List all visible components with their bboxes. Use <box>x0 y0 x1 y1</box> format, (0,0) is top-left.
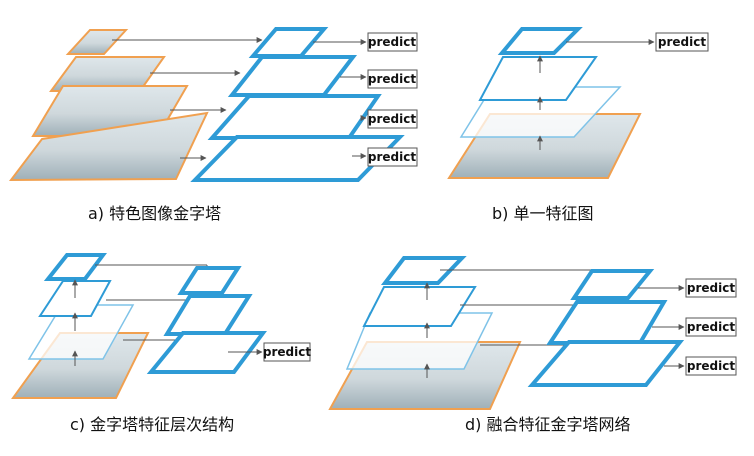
feature-map-top <box>380 256 467 285</box>
feature-map-top <box>497 27 583 55</box>
feature-map-mid <box>478 56 598 101</box>
svg-text:predict: predict <box>687 281 735 295</box>
fused-map-2 <box>163 294 253 336</box>
predict-box: predict <box>367 109 418 129</box>
predict-box: predict <box>655 32 709 52</box>
svg-text:predict: predict <box>368 72 416 86</box>
predict-box: predict <box>685 278 737 298</box>
fused-map-2 <box>546 300 668 345</box>
caption-a: a) 特色图像金字塔 <box>88 204 221 223</box>
feature-map-mid <box>38 280 112 317</box>
svg-text:predict: predict <box>368 35 416 49</box>
image-base <box>11 332 150 399</box>
caption-d: d) 融合特征金字塔网络 <box>465 415 631 434</box>
image-level-4 <box>8 111 209 182</box>
predict-box: predict <box>685 317 737 337</box>
feature-map-top <box>43 253 107 281</box>
panel-a: predict predict predict predict a) 特色图像金… <box>8 27 418 223</box>
fused-map-3 <box>146 331 267 374</box>
feature-map-3 <box>207 94 382 140</box>
svg-text:predict: predict <box>368 150 416 164</box>
predict-box: predict <box>367 32 418 52</box>
feature-map-2 <box>227 55 358 97</box>
fused-map-1 <box>570 269 655 300</box>
feature-map-mid <box>362 286 477 327</box>
svg-text:predict: predict <box>368 112 416 126</box>
panel-d: predict predict predict d) 融合特征金字塔网络 <box>328 256 737 434</box>
panel-c: predict c) 金字塔特征层次结构 <box>11 253 311 434</box>
svg-text:predict: predict <box>687 359 735 373</box>
predict-box: predict <box>263 342 311 362</box>
caption-b: b) 单一特征图 <box>492 204 594 223</box>
fused-map-1 <box>177 266 242 295</box>
svg-text:predict: predict <box>658 35 706 49</box>
predict-box: predict <box>367 69 418 89</box>
fused-map-3 <box>527 340 685 387</box>
feature-map-4 <box>190 135 405 182</box>
image-level-1 <box>65 29 129 55</box>
predict-box: predict <box>685 356 737 376</box>
caption-c: c) 金字塔特征层次结构 <box>70 415 234 434</box>
svg-text:predict: predict <box>263 345 311 359</box>
panel-b: predict b) 单一特征图 <box>447 27 709 223</box>
svg-text:predict: predict <box>687 320 735 334</box>
feature-map-faint <box>27 304 135 360</box>
predict-box: predict <box>367 147 418 167</box>
